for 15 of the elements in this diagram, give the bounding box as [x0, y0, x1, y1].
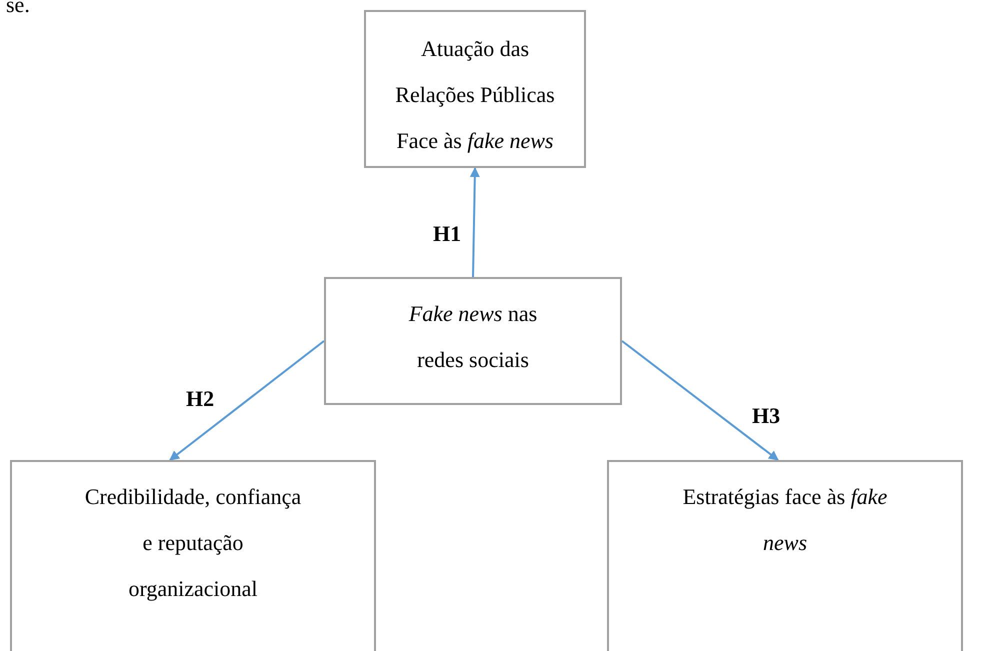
arrow — [169, 340, 325, 461]
arrow — [470, 167, 480, 278]
arrow — [621, 340, 779, 461]
node-text: Atuação das Relações Públicas Face às fake news — [394, 35, 556, 155]
edge-label: H2 — [186, 386, 214, 412]
edge-label: H3 — [752, 403, 780, 429]
node-text: Estratégias face às fake news — [682, 483, 888, 557]
text-box — [364, 10, 586, 168]
text-box — [607, 460, 963, 651]
edge-label: H1 — [433, 221, 462, 247]
node-text: Fake news nas redes sociais — [408, 300, 538, 374]
node-text: Credibilidade, confiança e reputação organizacional — [84, 483, 302, 603]
text-fragment: se. — [6, 0, 30, 18]
text-box — [10, 460, 376, 651]
text-box — [324, 277, 622, 405]
